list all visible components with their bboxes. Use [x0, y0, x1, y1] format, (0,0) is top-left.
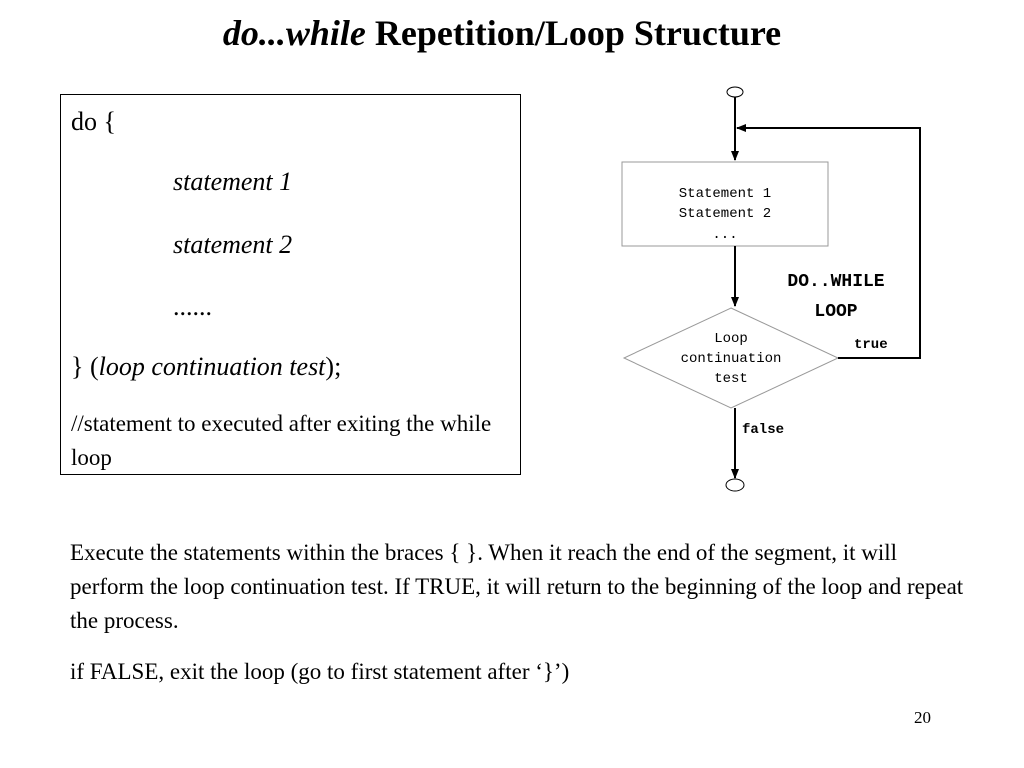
slide-title: do...while Repetition/Loop Structure — [0, 12, 1004, 54]
code-box: do { statement 1 statement 2 ...... } (l… — [60, 94, 521, 475]
code-close: } (loop continuation test); — [71, 352, 342, 381]
code-ellipsis: ...... — [173, 292, 212, 321]
true-loop-back-arrow — [736, 124, 921, 359]
title-text: Repetition/Loop Structure — [365, 13, 782, 53]
end-terminal — [725, 478, 745, 492]
title-keyword: do...while — [222, 13, 366, 53]
process-box — [621, 161, 829, 247]
code-open: do { — [71, 107, 116, 136]
process-line-3: ... — [712, 227, 737, 243]
loop-label-line-1: DO..WHILE — [787, 272, 884, 292]
decision-diamond — [622, 307, 840, 409]
process-line-1: Statement 1 — [679, 186, 771, 202]
decision-line-3: test — [714, 371, 748, 387]
code-statement-2: statement 2 — [173, 230, 293, 259]
description-paragraph-2: if FALSE, exit the loop (go to first sta… — [70, 659, 570, 684]
code-statement-1: statement 1 — [173, 167, 293, 196]
code-comment: //statement to executed after exiting th… — [71, 411, 492, 470]
true-label: true — [854, 337, 888, 353]
page-number: 20 — [914, 708, 931, 727]
description-paragraph-1: Execute the statements within the braces… — [70, 540, 964, 633]
false-label: false — [742, 422, 784, 438]
process-line-2: Statement 2 — [679, 206, 771, 222]
loop-label-line-2: LOOP — [814, 302, 857, 322]
start-terminal — [726, 86, 744, 98]
decision-line-2: continuation — [681, 351, 782, 367]
decision-line-1: Loop — [714, 331, 748, 347]
